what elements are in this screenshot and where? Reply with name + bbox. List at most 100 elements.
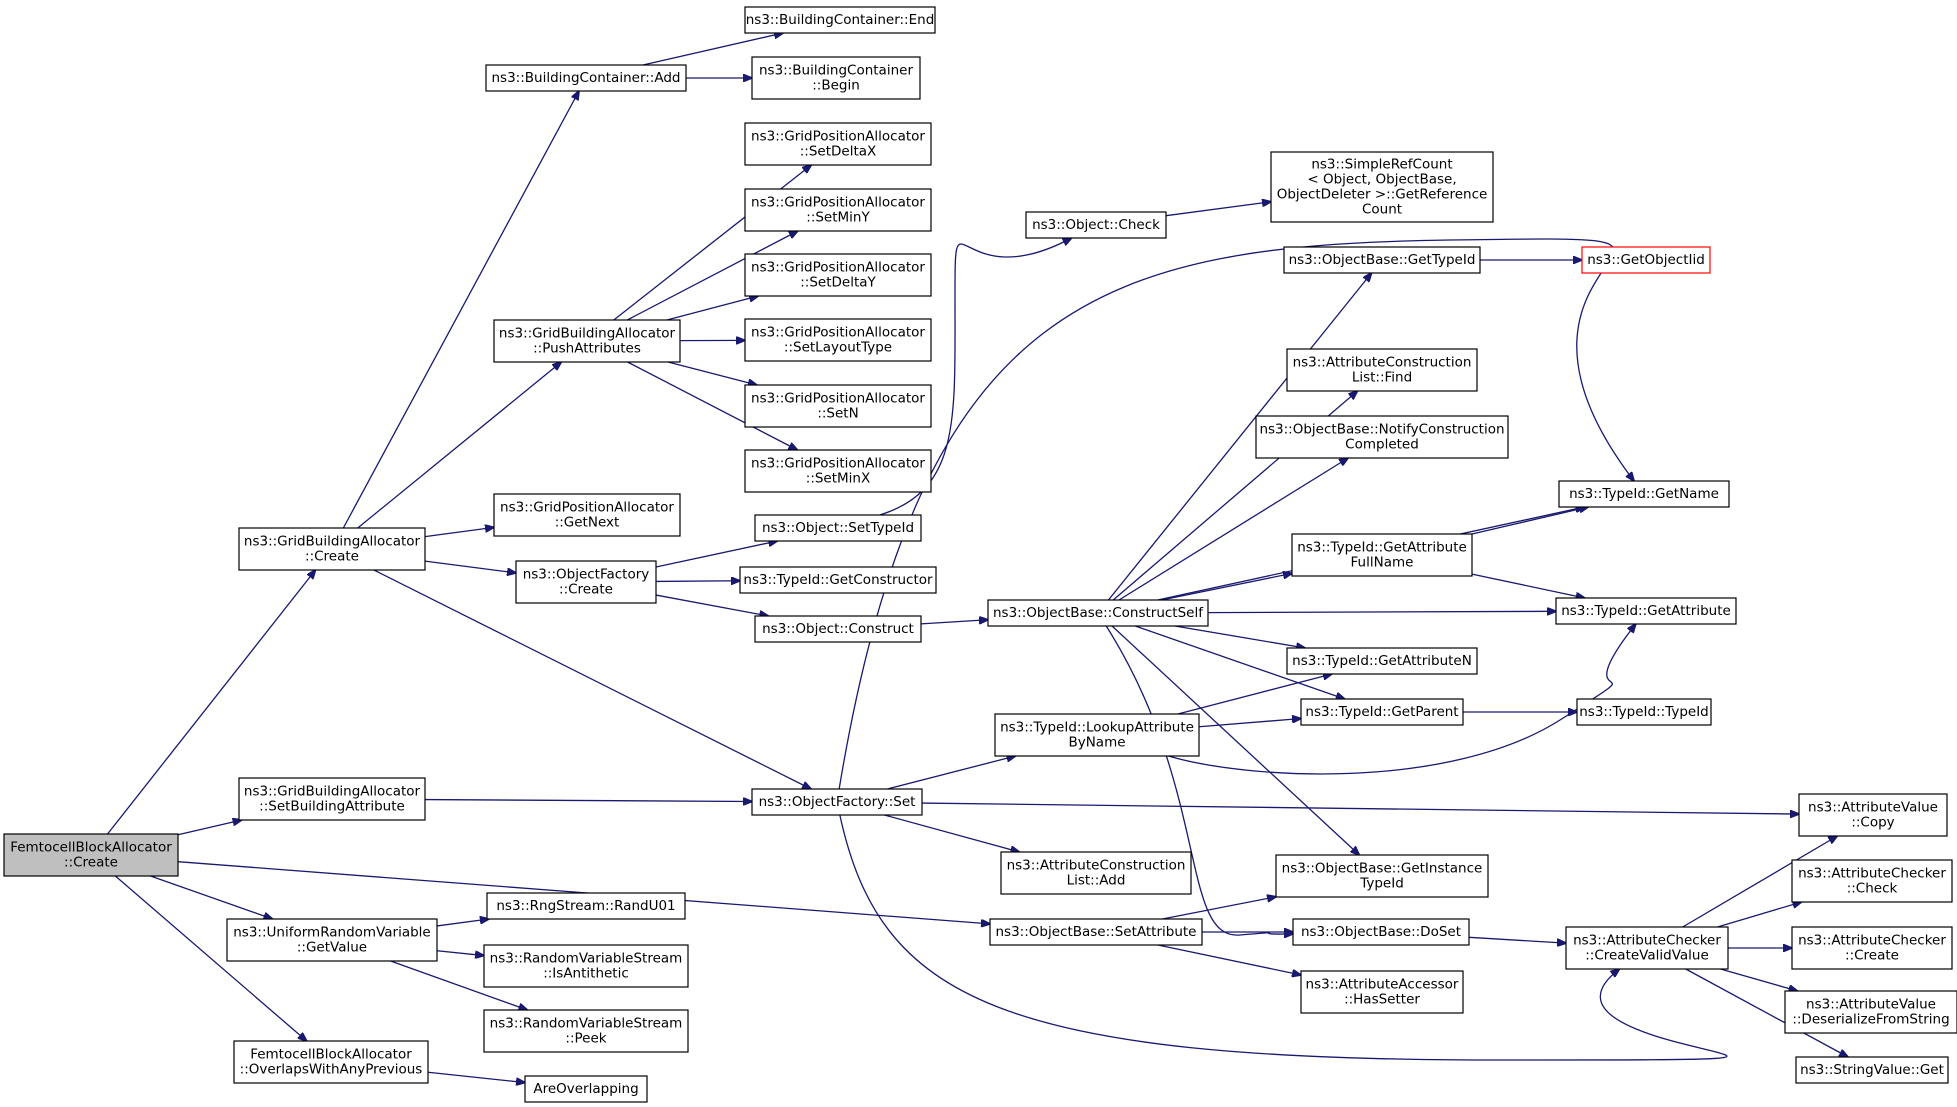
node-aa-hassetter[interactable]: ns3::AttributeAccessor::HasSetter — [1300, 970, 1464, 1014]
node-getobjectiid[interactable]: ns3::GetObjectIid — [1581, 246, 1711, 274]
node-gpa-setminx[interactable]: ns3::GridPositionAllocator::SetMinX — [744, 449, 932, 493]
node-obj-construct[interactable]: ns3::Object::Construct — [754, 615, 922, 643]
node-of-create[interactable]: ns3::ObjectFactory::Create — [515, 560, 657, 604]
node-label: FemtocellBlockAllocator — [10, 840, 172, 856]
edge-urv_getvalue-to-rvs_peek — [390, 960, 528, 1010]
edge-ob_setattribute-to-aa_hassetter — [1157, 944, 1301, 975]
edge-bc_add-to-bc_end — [642, 33, 783, 66]
node-box — [754, 514, 922, 542]
node-label: ::SetDeltaY — [800, 275, 876, 291]
edge-gba_create-to-bc_add — [342, 91, 579, 529]
node-label: ns3::BuildingContainer::End — [746, 12, 935, 28]
edge-gba_create-to-of_set — [373, 569, 811, 789]
node-gpa-setdeltay[interactable]: ns3::GridPositionAllocator::SetDeltaY — [744, 253, 932, 297]
node-label: ns3::ObjectBase::GetInstance — [1282, 861, 1483, 877]
edge-femto_create-to-urv_getvalue — [150, 875, 273, 919]
node-rng-randu01[interactable]: ns3::RngStream::RandU01 — [486, 892, 686, 920]
node-label: ns3::StringValue::Get — [1800, 1062, 1944, 1078]
node-box — [739, 566, 937, 594]
node-label: ns3::RandomVariableStream — [490, 951, 683, 967]
node-label: ns3::ObjectBase::ConstructSelf — [993, 605, 1204, 621]
node-gba-pushattrs[interactable]: ns3::GridBuildingAllocator::PushAttribut… — [493, 319, 681, 363]
node-ob-constructself[interactable]: ns3::ObjectBase::ConstructSelf — [987, 599, 1209, 627]
node-gba-setbuildingattr[interactable]: ns3::GridBuildingAllocator::SetBuildingA… — [238, 777, 426, 821]
node-ac-createvalidvalue[interactable]: ns3::AttributeChecker::CreateValidValue — [1565, 926, 1729, 970]
edge-line — [357, 362, 562, 529]
edge-line — [1157, 944, 1301, 975]
edge-line — [921, 802, 1799, 814]
node-tid-getname[interactable]: ns3::TypeId::GetName — [1558, 480, 1730, 508]
node-box — [744, 449, 932, 493]
node-ob-setattribute[interactable]: ns3::ObjectBase::SetAttribute — [989, 918, 1203, 946]
node-ob-gettypeid[interactable]: ns3::ObjectBase::GetTypeId — [1283, 246, 1481, 274]
node-gba-create[interactable]: ns3::GridBuildingAllocator::Create — [238, 527, 426, 571]
edge-femto_create-to-gba_setbuildingattr — [177, 820, 242, 836]
edge-line — [1471, 573, 1585, 598]
node-bc-begin[interactable]: ns3::BuildingContainer::Begin — [751, 56, 921, 100]
edge-line — [920, 620, 988, 625]
node-tid-getattributen[interactable]: ns3::TypeId::GetAttributeN — [1286, 647, 1478, 675]
node-label: List::Find — [1352, 370, 1412, 386]
edge-line — [1162, 897, 1276, 920]
node-gpa-getnext[interactable]: ns3::GridPositionAllocator::GetNext — [493, 493, 681, 537]
node-box — [3, 833, 179, 877]
node-ac-create[interactable]: ns3::AttributeChecker::Create — [1791, 926, 1953, 970]
node-obj-check[interactable]: ns3::Object::Check — [1025, 211, 1167, 239]
node-gpa-setminy[interactable]: ns3::GridPositionAllocator::SetMinY — [744, 188, 932, 232]
node-tid-typeid[interactable]: ns3::TypeId::TypeId — [1576, 698, 1712, 726]
node-box — [1300, 970, 1464, 1014]
node-rvs-isantithetic[interactable]: ns3::RandomVariableStream::IsAntithetic — [483, 944, 689, 988]
node-label: ::DeserializeFromString — [1792, 1012, 1949, 1028]
node-sv-get[interactable]: ns3::StringValue::Get — [1795, 1056, 1949, 1084]
node-bc-end[interactable]: ns3::BuildingContainer::End — [744, 6, 936, 34]
edge-gba_pushattrs-to-gpa_setminx — [627, 361, 798, 450]
node-gpa-setn[interactable]: ns3::GridPositionAllocator::SetN — [744, 384, 932, 428]
node-tid-getconstructor[interactable]: ns3::TypeId::GetConstructor — [739, 566, 937, 594]
node-ob-doset[interactable]: ns3::ObjectBase::DoSet — [1292, 918, 1470, 946]
node-bc-add[interactable]: ns3::BuildingContainer::Add — [485, 64, 687, 92]
edge-ob_constructself-to-tid_getattribute — [1207, 611, 1556, 612]
node-box — [233, 1040, 429, 1084]
edge-line — [424, 527, 494, 538]
node-label: ns3::GridPositionAllocator — [751, 456, 925, 472]
node-label: ns3::AttributeValue — [1808, 800, 1938, 816]
edge-line — [613, 165, 811, 321]
node-label: ::SetMinY — [806, 210, 870, 226]
node-of-set[interactable]: ns3::ObjectFactory::Set — [751, 788, 923, 816]
node-obj-settypeid[interactable]: ns3::Object::SetTypeId — [754, 514, 922, 542]
node-femto-overlaps[interactable]: FemtocellBlockAllocator::OverlapsWithAny… — [233, 1040, 429, 1084]
node-femto-create[interactable]: FemtocellBlockAllocator::Create — [3, 833, 179, 877]
node-gpa-setdeltax[interactable]: ns3::GridPositionAllocator::SetDeltaX — [744, 122, 932, 166]
node-label: ns3::GridPositionAllocator — [751, 391, 925, 407]
edge-line — [424, 800, 752, 802]
node-box — [226, 918, 438, 962]
node-box — [1025, 211, 1167, 239]
node-label: ns3::TypeId::GetAttribute — [1561, 603, 1731, 619]
node-av-deserialize[interactable]: ns3::AttributeValue::DeserializeFromStri… — [1784, 990, 1957, 1034]
node-label: ns3::BuildingContainer::Add — [491, 70, 680, 86]
node-box — [486, 892, 686, 920]
node-tid-getparent[interactable]: ns3::TypeId::GetParent — [1300, 698, 1464, 726]
edge-gba_pushattrs-to-gpa_setdeltay — [666, 296, 758, 321]
node-ob-notify[interactable]: ns3::ObjectBase::NotifyConstructionCompl… — [1255, 415, 1509, 459]
node-tid-getattribute[interactable]: ns3::TypeId::GetAttribute — [1555, 597, 1737, 625]
node-label: ::Create — [1845, 948, 1899, 964]
node-ac-check[interactable]: ns3::AttributeChecker::Check — [1791, 859, 1953, 903]
node-rvs-peek[interactable]: ns3::RandomVariableStream::Peek — [483, 1009, 689, 1053]
node-label: ns3::GridBuildingAllocator — [499, 326, 676, 342]
node-label: ::SetMinX — [806, 471, 870, 487]
node-areoverlapping[interactable]: AreOverlapping — [524, 1075, 648, 1103]
node-label: ::HasSetter — [1344, 992, 1420, 1008]
node-gpa-setlayouttype[interactable]: ns3::GridPositionAllocator::SetLayoutTyp… — [744, 318, 932, 362]
node-label: ::Create — [559, 582, 613, 598]
node-av-copy[interactable]: ns3::AttributeValue::Copy — [1798, 793, 1948, 837]
node-simplerefcount[interactable]: ns3::SimpleRefCount< Object, ObjectBase,… — [1270, 151, 1494, 223]
edge-gba_pushattrs-to-gpa_setminy — [626, 231, 798, 321]
node-urv-getvalue[interactable]: ns3::UniformRandomVariable::GetValue — [226, 918, 438, 962]
edge-line — [1118, 458, 1348, 601]
